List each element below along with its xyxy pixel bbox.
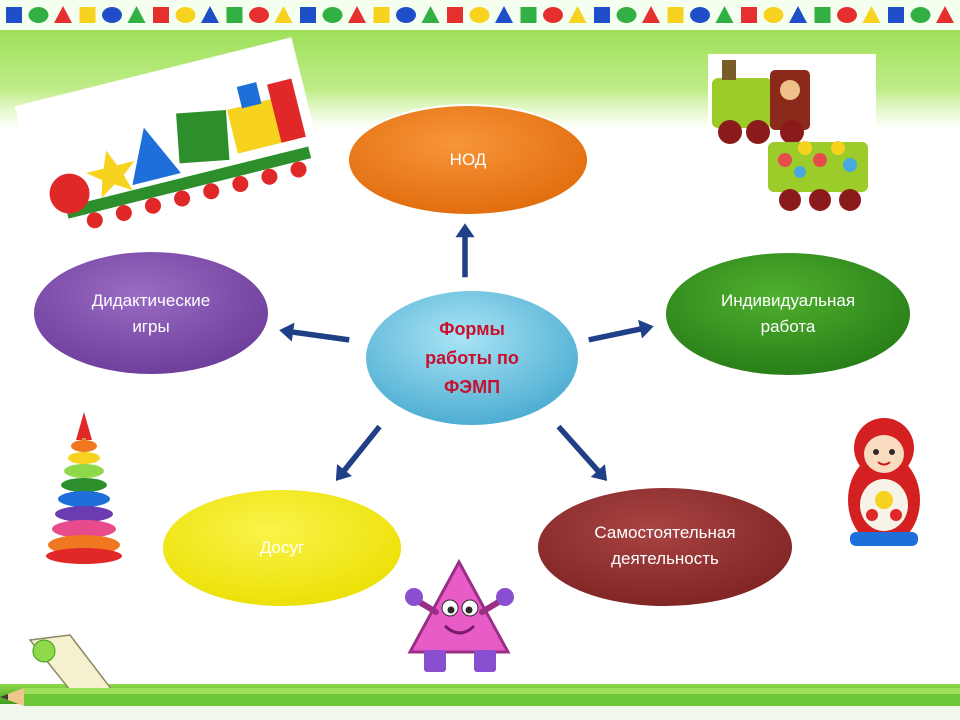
oval-didactic: [32, 250, 270, 376]
circle-icon: [396, 7, 416, 23]
node-label-nod: НОД: [449, 150, 487, 169]
triangle-icon: [127, 6, 146, 23]
square-icon: [300, 7, 316, 23]
node-label-independent: Самостоятельная деятельность: [594, 523, 736, 568]
node-label-leisure: Досуг: [259, 538, 305, 557]
circle-icon: [690, 7, 710, 23]
triangle-icon: [789, 6, 807, 23]
square-icon: [741, 7, 757, 23]
square-icon: [226, 7, 243, 23]
circle-icon: [837, 7, 857, 23]
triangle-icon: [201, 6, 219, 23]
square-icon: [447, 7, 463, 23]
circle-icon: [175, 7, 196, 23]
circle-icon: [910, 7, 931, 23]
circle-icon: [249, 7, 269, 23]
triangle-icon: [495, 6, 513, 23]
triangle-icon: [568, 6, 587, 23]
node-label-individual: Индивидуальная работа: [720, 291, 856, 336]
circle-icon: [102, 7, 122, 23]
arrow-to-independent: [554, 422, 609, 483]
triangle-icon: [936, 6, 954, 23]
triangle-icon: [421, 6, 440, 23]
circle-icon: [28, 7, 49, 23]
circle-icon: [469, 7, 490, 23]
circle-icon: [543, 7, 563, 23]
square-icon: [667, 7, 684, 23]
circle-icon: [763, 7, 784, 23]
triangle-icon: [642, 6, 660, 23]
top-border-shapes: [6, 6, 954, 23]
square-icon: [6, 7, 22, 23]
square-icon: [153, 7, 169, 23]
matryoshka-image: [848, 418, 920, 546]
triangle-icon: [54, 6, 72, 23]
square-icon: [594, 7, 610, 23]
square-icon: [814, 7, 831, 23]
square-icon: [888, 7, 904, 23]
oval-center: [364, 289, 580, 427]
stacking-pyramid-image: [46, 412, 122, 564]
oval-independent: [536, 486, 794, 608]
square-icon: [79, 7, 96, 23]
smiling-triangle-image: [405, 558, 514, 672]
toy-train-shapes-image: [14, 37, 326, 243]
center-label: Формы работы по ФЭМП: [425, 318, 519, 397]
circle-icon: [616, 7, 637, 23]
triangle-icon: [348, 6, 366, 23]
node-label-didactic: Дидактические игры: [91, 291, 211, 336]
circle-icon: [322, 7, 343, 23]
arrow-to-leisure: [334, 422, 384, 484]
cartoon-train-image: [708, 54, 876, 212]
oval-leisure: [161, 488, 403, 608]
triangle-icon: [715, 6, 734, 23]
arrow-to-didactic: [276, 319, 352, 345]
square-icon: [373, 7, 390, 23]
triangle-icon: [274, 6, 293, 23]
square-icon: [520, 7, 537, 23]
triangle-icon: [862, 6, 881, 23]
arrow-to-nod: [452, 220, 478, 279]
pencil-ruler-image: [0, 634, 960, 706]
arrow-to-individual: [586, 317, 657, 345]
oval-nod: [347, 104, 589, 216]
oval-individual: [664, 251, 912, 377]
